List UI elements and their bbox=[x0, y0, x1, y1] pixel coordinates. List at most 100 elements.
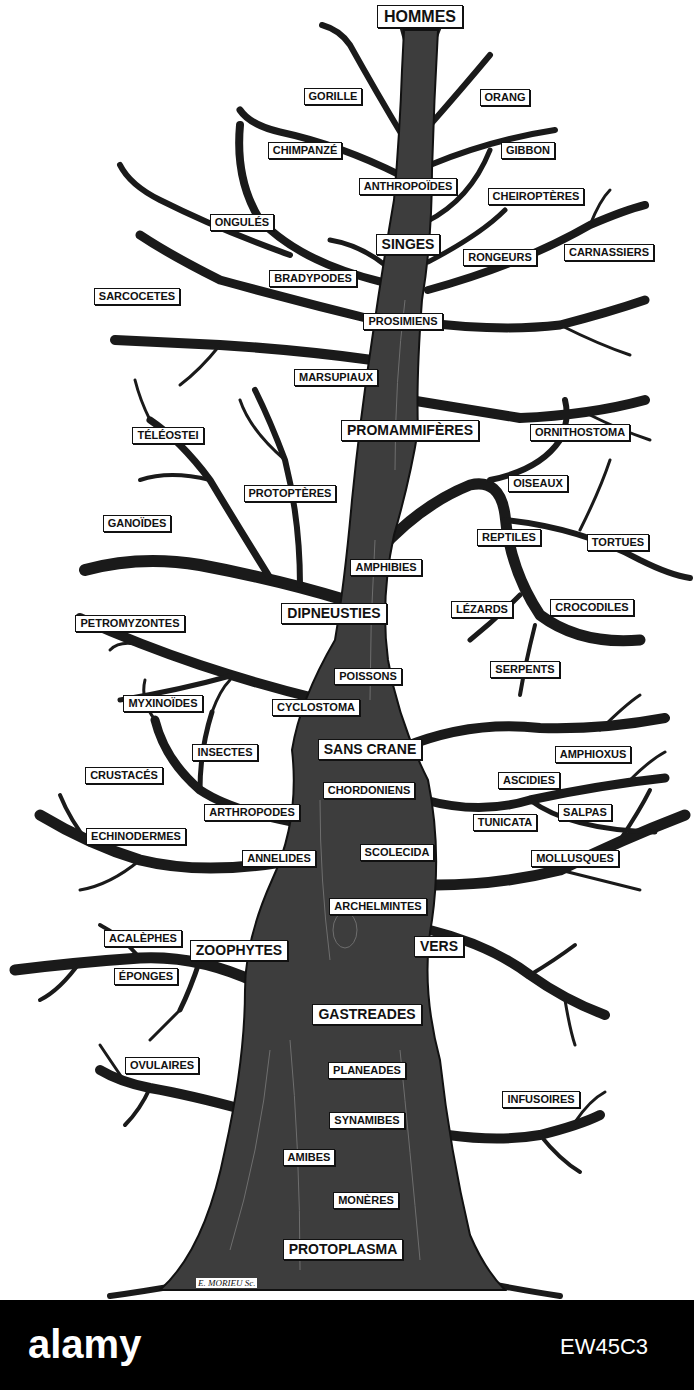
taxon-box: PROTOPTÈRES bbox=[244, 485, 337, 502]
taxon-name: INSECTES bbox=[197, 746, 252, 759]
taxon-box: AMPHIOXUS bbox=[555, 746, 632, 763]
taxon-name: MYXINOÏDES bbox=[128, 697, 197, 710]
taxon-name: MARSUPIAUX bbox=[299, 371, 373, 384]
taxon-name: ARCHELMINTES bbox=[334, 900, 421, 913]
taxon-box: RONGEURS bbox=[463, 249, 537, 266]
taxon-box: AMPHIBIES bbox=[350, 559, 421, 576]
taxon-box: ZOOPHYTES bbox=[190, 940, 288, 961]
taxon-name: CHORDONIENS bbox=[328, 784, 411, 797]
taxon-box: ARCHELMINTES bbox=[329, 898, 426, 915]
taxon-name: PROSIMIENS bbox=[368, 315, 437, 328]
taxon-box: SARCOCETES bbox=[94, 288, 180, 305]
taxon-name: REPTILES bbox=[482, 531, 536, 544]
taxon-name: SERPENTS bbox=[495, 663, 554, 676]
taxon-name: ACALÈPHES bbox=[109, 932, 177, 945]
taxon-name: GASTREADES bbox=[318, 1006, 415, 1023]
taxon-name: ORANG bbox=[485, 91, 526, 104]
taxon-box: PROSIMIENS bbox=[363, 313, 442, 330]
taxon-name: GIBBON bbox=[506, 144, 550, 157]
taxon-name: CROCODILES bbox=[555, 601, 628, 614]
taxon-box: ÉPONGES bbox=[114, 968, 178, 985]
taxon-name: INFUSOIRES bbox=[507, 1093, 574, 1106]
taxon-name: AMIBES bbox=[288, 1151, 331, 1164]
taxon-name: GANOÏDES bbox=[108, 517, 167, 530]
taxon-box: INFUSOIRES bbox=[502, 1091, 579, 1108]
taxon-name: TÉLÉOSTEI bbox=[137, 429, 198, 442]
taxon-name: CARNASSIERS bbox=[569, 246, 649, 259]
taxon-box: POISSONS bbox=[334, 668, 401, 685]
taxon-name: PLANEADES bbox=[333, 1064, 401, 1077]
taxon-name: PROTOPLASMA bbox=[289, 1241, 398, 1258]
taxon-box: HOMMES bbox=[377, 5, 463, 28]
taxon-box: CHIMPANZÉ bbox=[268, 142, 343, 159]
taxon-box: OISEAUX bbox=[508, 475, 568, 492]
taxon-name: PROMAMMIFÈRES bbox=[347, 422, 473, 439]
taxon-box: VERS bbox=[414, 936, 464, 957]
taxon-box: PETROMYZONTES bbox=[75, 615, 184, 632]
taxon-name: ÉPONGES bbox=[119, 970, 173, 983]
taxon-name: RONGEURS bbox=[468, 251, 532, 264]
taxon-box: CYCLOSTOMA bbox=[272, 699, 360, 716]
taxon-name: LÉZARDS bbox=[456, 603, 508, 616]
taxon-box: CHEIROPTÈRES bbox=[488, 188, 585, 205]
taxon-box: MYXINOÏDES bbox=[123, 695, 202, 712]
taxon-box: GORILLE bbox=[304, 88, 363, 105]
taxon-box: SYNAMIBES bbox=[329, 1112, 404, 1129]
taxon-box: TUNICATA bbox=[473, 814, 538, 831]
taxon-box: ANNELIDES bbox=[242, 850, 316, 867]
taxon-name: AMPHIOXUS bbox=[560, 748, 627, 761]
taxon-name: SALPAS bbox=[563, 806, 607, 819]
taxon-box: CHORDONIENS bbox=[323, 782, 416, 799]
taxon-box: PROMAMMIFÈRES bbox=[341, 420, 479, 441]
taxon-box: ACALÈPHES bbox=[104, 930, 182, 947]
taxon-name: ZOOPHYTES bbox=[196, 942, 282, 959]
signature: E. MORIEU Sc. bbox=[196, 1278, 257, 1288]
taxon-box: ECHINODERMES bbox=[86, 828, 186, 845]
taxon-name: TUNICATA bbox=[478, 816, 533, 829]
taxon-name: SANS CRANE bbox=[324, 741, 417, 758]
taxon-box: INSECTES bbox=[192, 744, 257, 761]
taxon-name: VERS bbox=[420, 938, 458, 955]
taxon-name: PROTOPTÈRES bbox=[249, 487, 332, 500]
taxon-name: ORNITHOSTOMA bbox=[535, 426, 625, 439]
taxon-box: TORTUES bbox=[587, 534, 649, 551]
taxon-name: CYCLOSTOMA bbox=[277, 701, 355, 714]
taxon-name: SARCOCETES bbox=[99, 290, 175, 303]
taxon-box: OVULAIRES bbox=[125, 1057, 199, 1074]
taxon-name: ONGULÉS bbox=[215, 216, 269, 229]
taxon-box: AMIBES bbox=[283, 1149, 336, 1166]
watermark-logo: alamy bbox=[28, 1322, 141, 1367]
taxon-box: SERPENTS bbox=[490, 661, 559, 678]
taxon-box: SANS CRANE bbox=[318, 739, 423, 760]
taxon-box: BRADYPODES bbox=[269, 270, 357, 287]
taxon-box: CROCODILES bbox=[550, 599, 633, 616]
taxon-box: GASTREADES bbox=[312, 1004, 421, 1025]
taxon-box: REPTILES bbox=[477, 529, 541, 546]
taxon-name: OVULAIRES bbox=[130, 1059, 194, 1072]
taxon-box: MARSUPIAUX bbox=[294, 369, 378, 386]
taxon-box: ARTHROPODES bbox=[204, 804, 300, 821]
taxon-name: MOLLUSQUES bbox=[536, 852, 614, 865]
taxon-box: LÉZARDS bbox=[451, 601, 513, 618]
taxon-name: HOMMES bbox=[384, 7, 456, 26]
taxon-name: GORILLE bbox=[309, 90, 358, 103]
taxon-box: ORNITHOSTOMA bbox=[530, 424, 630, 441]
taxon-box: ORANG bbox=[480, 89, 531, 106]
taxon-box: MOLLUSQUES bbox=[531, 850, 619, 867]
taxon-name: TORTUES bbox=[592, 536, 644, 549]
taxon-name: CHIMPANZÉ bbox=[273, 144, 338, 157]
taxon-box: ONGULÉS bbox=[210, 214, 274, 231]
taxon-name: BRADYPODES bbox=[274, 272, 352, 285]
taxon-name: PETROMYZONTES bbox=[80, 617, 179, 630]
taxon-name: ARTHROPODES bbox=[209, 806, 295, 819]
taxon-box: MONÈRES bbox=[333, 1192, 399, 1209]
taxon-box: SCOLECIDA bbox=[360, 844, 435, 861]
taxon-box: GANOÏDES bbox=[103, 515, 172, 532]
taxon-box: SINGES bbox=[376, 234, 441, 255]
taxon-name: CRUSTACÉS bbox=[90, 769, 158, 782]
taxon-name: SCOLECIDA bbox=[365, 846, 430, 859]
taxon-box: TÉLÉOSTEI bbox=[132, 427, 203, 444]
taxon-box: CRUSTACÉS bbox=[85, 767, 163, 784]
